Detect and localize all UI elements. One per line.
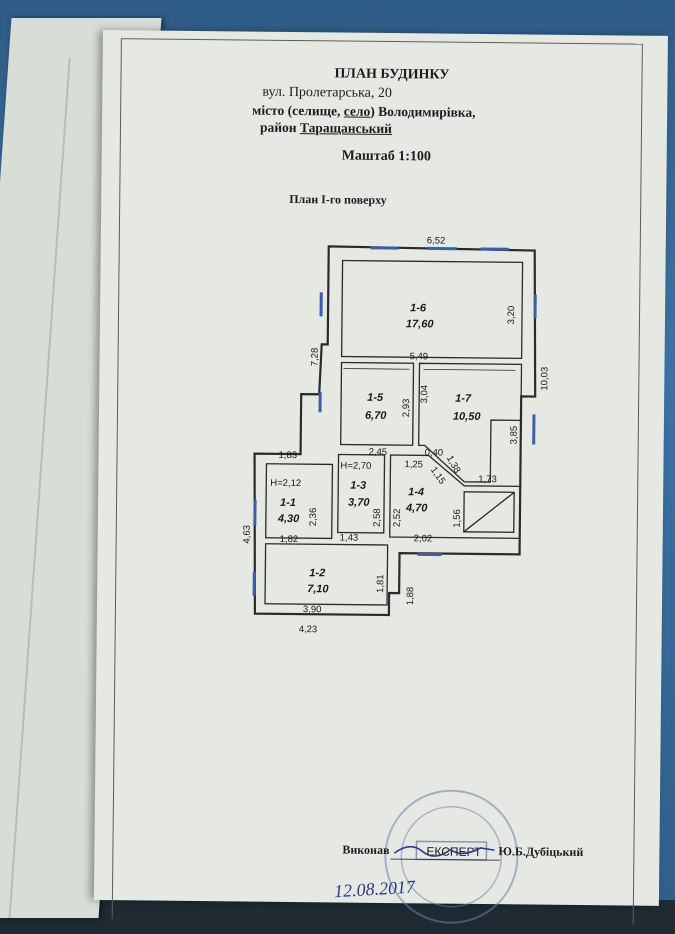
room-id: 1-3	[350, 480, 366, 492]
dimension-label: 1,73	[478, 474, 497, 485]
dimension-label: Н=2,70	[340, 461, 371, 472]
dimension-label: 2,58	[372, 508, 383, 527]
room-id: 1-1	[280, 497, 296, 509]
dimension-label: 1,15	[428, 465, 448, 486]
locality-line: місто (селище, село) Володимирівка,	[252, 103, 476, 121]
room-id: 1-4	[408, 486, 424, 498]
dimension-label: 1,82	[280, 534, 299, 545]
dimension-label: 0,40	[425, 447, 444, 458]
room-area: 17,60	[406, 318, 435, 330]
dimension-label: 1,83	[278, 450, 297, 461]
dimension-label: 1,38	[444, 454, 463, 476]
street-address: вул. Пролетарська, 20	[262, 85, 392, 102]
executor-name: Ю.Б.Дубіцький	[498, 844, 583, 860]
dimension-label: 2,52	[392, 509, 403, 528]
room-area: 6,70	[365, 410, 387, 422]
dimension-label: 1,56	[452, 509, 463, 528]
executed-label: Виконав	[342, 843, 389, 858]
room-id: 1-7	[455, 393, 472, 405]
dimension-label: 10,03	[539, 367, 550, 391]
dimension-label: Н=2,12	[270, 478, 301, 489]
room-id: 1-2	[309, 567, 325, 579]
dimension-label: 1,88	[405, 587, 416, 606]
dimension-label: 1,25	[404, 459, 423, 470]
dimension-label: 3,90	[303, 604, 322, 615]
dimension-label: 4,23	[299, 624, 318, 635]
dimension-label: 2,45	[369, 447, 388, 458]
dimension-label: 3,85	[509, 426, 520, 445]
dimension-label: 1,81	[375, 574, 386, 593]
signature	[390, 839, 500, 864]
dimension-label: 7,28	[309, 348, 320, 367]
dimension-label: 2,02	[414, 533, 433, 544]
dimension-label: 2,36	[308, 508, 319, 527]
dimension-label: 1,43	[340, 533, 359, 544]
dimension-label: 4,63	[242, 525, 253, 544]
dimension-label: 6,52	[427, 235, 446, 246]
dimension-label: 2,93	[401, 399, 412, 418]
dimension-label: 5,49	[410, 351, 429, 362]
room-id: 1-6	[410, 302, 427, 314]
dimension-label: 3,20	[506, 306, 517, 325]
scale-label: Маштаб 1:100	[342, 149, 431, 166]
floor-plan: 1-6 17,60 1-5 6,70 1-7 10,50 1-3 3,70 1-…	[227, 231, 561, 654]
floor-label: План І-го поверху	[289, 192, 387, 208]
room-area: 7,10	[307, 583, 329, 595]
room-id: 1-5	[367, 392, 384, 404]
room-area: 4,30	[277, 513, 300, 525]
dimension-label: 3,04	[419, 385, 430, 404]
plan-title: ПЛАН БУДИНКУ	[334, 66, 449, 83]
district-line: район Таращанський	[260, 120, 392, 137]
room-area: 4,70	[405, 502, 428, 514]
document-sheet: ПЛАН БУДИНКУ вул. Пролетарська, 20 місто…	[94, 30, 668, 906]
room-area: 3,70	[348, 497, 370, 509]
room-area: 10,50	[453, 411, 482, 423]
